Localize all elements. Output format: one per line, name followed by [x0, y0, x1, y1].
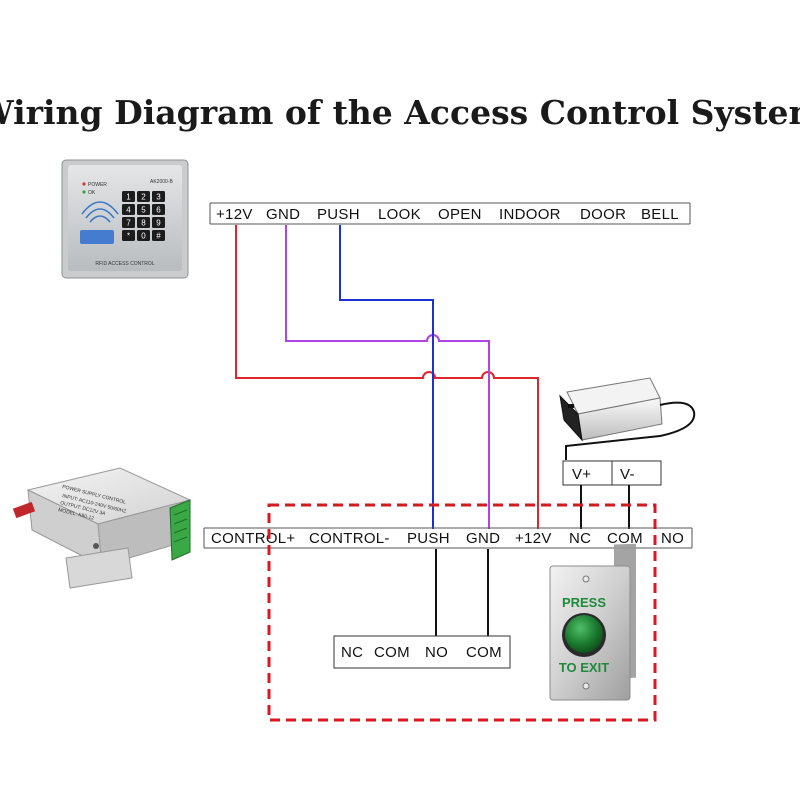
wire-12v-red	[235, 225, 539, 529]
keypad-key-label: 1	[126, 193, 131, 202]
psu-terminal-control-plus: CONTROL+	[211, 530, 296, 547]
mounting-bracket	[65, 547, 133, 589]
psu-terminal-gnd: GND	[466, 530, 500, 547]
keypad-key	[152, 230, 165, 241]
ctrl-terminal-12v: +12V	[216, 206, 253, 223]
keypad-key	[122, 230, 135, 241]
psu-terminal-push: PUSH	[407, 530, 450, 547]
ctrl-terminal-open: OPEN	[438, 206, 482, 223]
psu-terminal-com: COM	[607, 530, 643, 547]
exit-terminal-com-2: COM	[466, 644, 502, 661]
screw-top-icon	[582, 575, 590, 583]
card-area	[80, 230, 114, 244]
rfid-keypad: AK2000-B POWER OK 1 2 3 4 5 6 7 8 9 * 0 # RFID ACCE…	[61, 159, 189, 279]
rfid-waves-icon	[81, 201, 119, 223]
keypad-key	[137, 230, 150, 241]
wire-push-blue	[339, 225, 434, 529]
psu-terminal-no: NO	[661, 530, 684, 547]
keypad-key-label: 0	[141, 232, 146, 241]
power-supply-unit: POWER SUPPLY CONTROL INPUT: AC110-240V 5…	[12, 467, 192, 589]
psu-terminal-nc: NC	[569, 530, 591, 547]
exit-terminal-nc: NC	[341, 644, 363, 661]
psu-terminal-12v: +12V	[515, 530, 552, 547]
lock-terminal-vplus: V+	[572, 466, 591, 483]
keypad-key	[122, 204, 135, 215]
keypad-key	[137, 217, 150, 228]
terminal-block	[169, 499, 191, 561]
fuse-holder	[12, 501, 36, 519]
controller-terminal-strip: +12V GND PUSH LOOK OPEN INDOOR DOOR BELL	[209, 202, 691, 225]
ctrl-terminal-door: DOOR	[580, 206, 626, 223]
psu-terminal-control-minus: CONTROL-	[309, 530, 390, 547]
keypad-key	[137, 204, 150, 215]
lock-cable	[565, 401, 696, 460]
keypad-key	[137, 191, 150, 202]
keypad-key-label: 4	[126, 206, 131, 215]
keypad-ok-label: OK	[88, 190, 96, 196]
keypad-key-label: 8	[141, 219, 146, 228]
keypad-key-label: 5	[141, 206, 146, 215]
keypad-key-label: 7	[126, 219, 131, 228]
keypad-brand: AK2000-B	[150, 179, 173, 185]
exit-button-bottom-label: TO EXIT	[559, 660, 609, 675]
exit-terminal-com-1: COM	[374, 644, 410, 661]
keypad-caption: RFID ACCESS CONTROL	[95, 261, 154, 267]
ctrl-terminal-look: LOOK	[378, 206, 421, 223]
keypad-key-label: 3	[156, 193, 161, 202]
exit-button-top-label: PRESS	[562, 595, 606, 610]
page-title: Wiring Diagram of the Access Control Sys…	[0, 93, 800, 132]
psu-led-icon	[93, 543, 99, 549]
screw-bottom-icon	[582, 682, 590, 690]
keypad-key-label: 2	[141, 193, 146, 202]
ctrl-terminal-bell: BELL	[641, 206, 679, 223]
keypad-key	[152, 204, 165, 215]
ctrl-terminal-indoor: INDOOR	[499, 206, 561, 223]
keypad-key-label: *	[127, 232, 130, 241]
exit-terminal-no: NO	[425, 644, 448, 661]
ctrl-terminal-gnd: GND	[266, 206, 300, 223]
power-led-icon	[82, 182, 86, 186]
keypad-power-label: POWER	[88, 182, 107, 188]
keypad-key-label: #	[156, 232, 161, 241]
keypad-key-label: 9	[156, 219, 161, 228]
green-push-button-icon	[565, 615, 603, 653]
exit-circuit-dashed-box	[267, 503, 657, 722]
exit-button-terminal-strip: NC COM NO COM	[333, 635, 511, 669]
keypad-key-label: 6	[156, 206, 161, 215]
ok-led-icon	[82, 190, 86, 194]
keypad-key	[122, 191, 135, 202]
magnetic-lock	[559, 377, 696, 460]
lock-terminal-vminus: V-	[620, 466, 635, 483]
keypad-key	[152, 217, 165, 228]
keypad-key	[152, 191, 165, 202]
lock-terminal-strip: V+ V-	[562, 460, 662, 486]
exit-button: PRESS TO EXIT	[549, 543, 636, 701]
psu-terminal-strip: CONTROL+ CONTROL- PUSH GND +12V NC COM N…	[203, 527, 693, 549]
ctrl-terminal-push: PUSH	[317, 206, 360, 223]
keypad-key	[122, 217, 135, 228]
keypad-keys: 1 2 3 4 5 6 7 8 9 * 0 #	[122, 191, 165, 241]
